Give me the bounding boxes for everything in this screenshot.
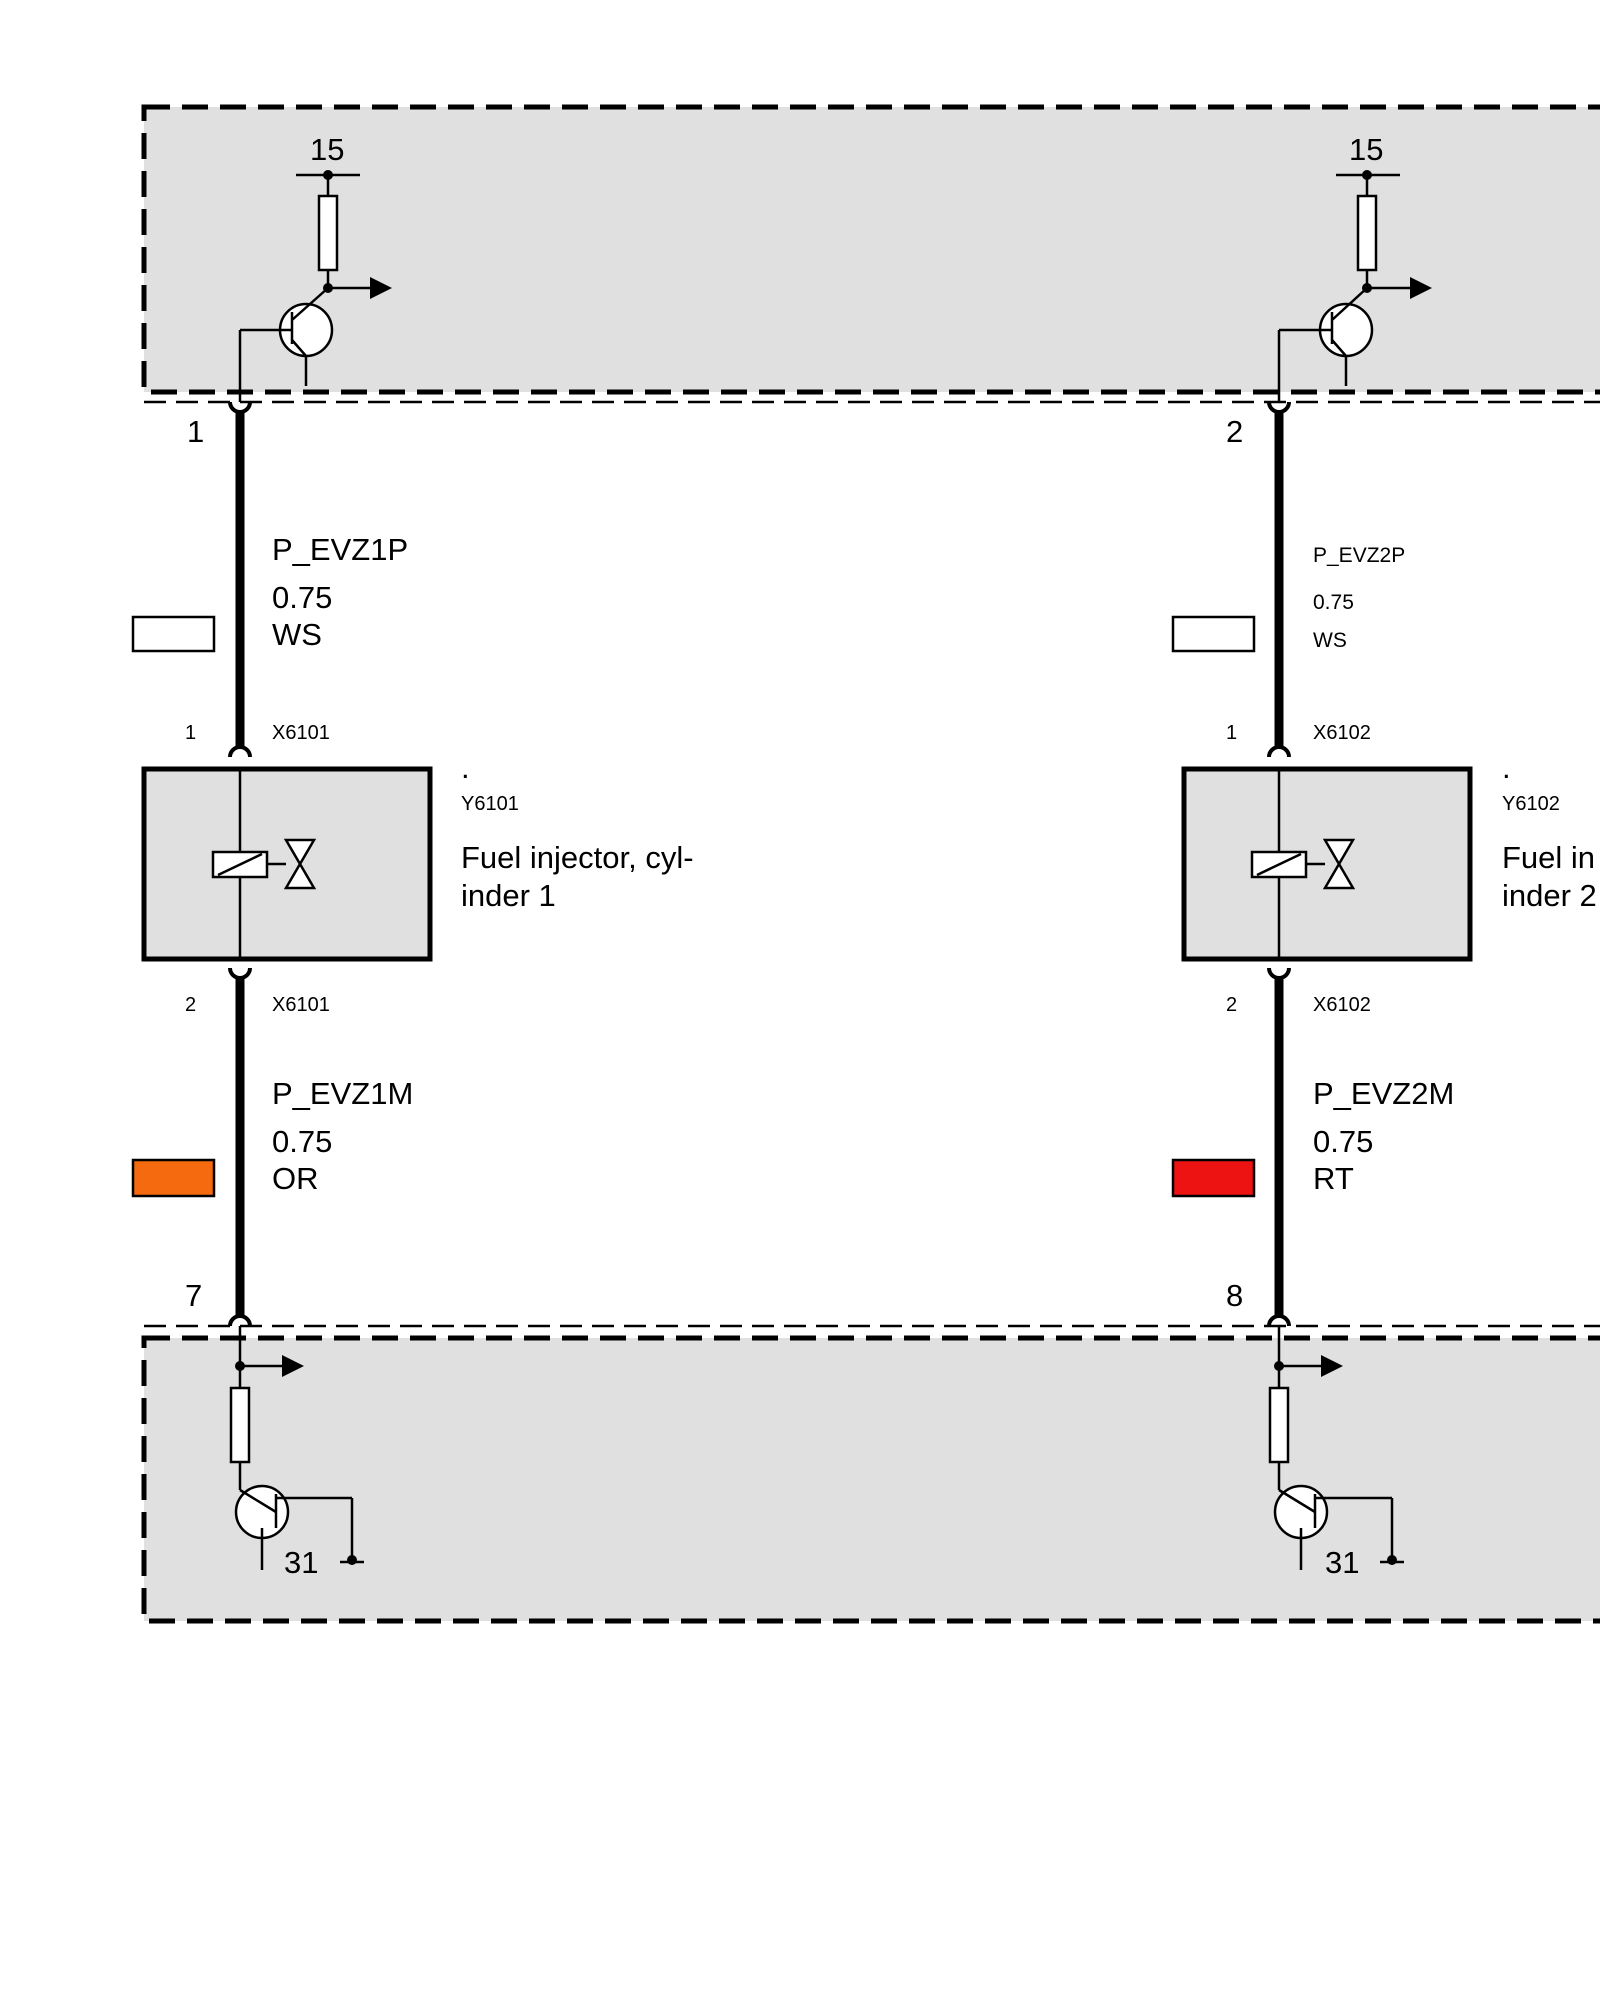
module-pin-label: 2: [1226, 414, 1243, 449]
connector-id: X6101: [272, 994, 330, 1016]
component-dot: .: [1502, 750, 1511, 785]
connector-pin-label: 2: [185, 994, 196, 1016]
component-box[interactable]: [1181, 766, 1473, 962]
ground-terminal-label: 31: [284, 1545, 318, 1580]
circuit-1: 1 P_EVZ1P 0.75 WS 1 X6101 . Y6101 Fuel i…: [131, 401, 694, 1327]
connector-pin-label: 2: [1226, 994, 1237, 1016]
bottom-driver-circuit-1: [229, 1326, 364, 1570]
wire-color-swatch: [131, 615, 216, 653]
connector-id: X6102: [1313, 994, 1371, 1016]
wire-cross-section: 0.75: [1313, 1124, 1373, 1159]
supply-terminal-label: 15: [310, 132, 344, 167]
connector-pin-label: 1: [1226, 722, 1237, 744]
wire-color-swatch: [131, 1158, 216, 1198]
wire-signal-name: P_EVZ1M: [272, 1076, 413, 1111]
wire-color-swatch: [1171, 1158, 1256, 1198]
solenoid-valve-icon: [1250, 769, 1356, 959]
wire-color-swatch: [1171, 615, 1256, 653]
bottom-driver-circuit-2: [1268, 1326, 1404, 1570]
wire-cross-section: 0.75: [272, 580, 332, 615]
connector-hook: [228, 401, 252, 414]
connector-hook: [228, 967, 252, 980]
wire-color-code: WS: [1313, 629, 1347, 652]
connector-id: X6101: [272, 722, 330, 744]
ground-terminal-label: 31: [1325, 1545, 1359, 1580]
wire-signal-name: P_EVZ2M: [1313, 1076, 1454, 1111]
component-id: Y6102: [1502, 793, 1560, 815]
bottom-module-box: [141, 1335, 1600, 1624]
connector-hook: [1267, 1314, 1291, 1327]
connector-hook: [228, 1314, 252, 1327]
connector-hook: [1267, 745, 1291, 758]
wire-cross-section: 0.75: [1313, 591, 1354, 614]
component-name-line2: inder 1: [461, 878, 556, 913]
connector-pin-label: 1: [185, 722, 196, 744]
supply-terminal-label: 15: [1349, 132, 1383, 167]
wire-cross-section: 0.75: [272, 1124, 332, 1159]
wire-color-code: WS: [272, 617, 322, 652]
connector-hook: [1267, 967, 1291, 980]
wire-color-code: RT: [1313, 1161, 1354, 1196]
component-name-line2: inder 2: [1502, 878, 1597, 913]
component-name-line1: Fuel injector, cyl-: [461, 840, 694, 875]
component-name-line1: Fuel in: [1502, 840, 1595, 875]
wire-signal-name: P_EVZ1P: [272, 532, 408, 567]
module-pin-label: 1: [187, 414, 204, 449]
component-id: Y6101: [461, 793, 519, 815]
connector-id: X6102: [1313, 722, 1371, 744]
bottom-control-module: [141, 1324, 1600, 1624]
module-pin-label: 8: [1226, 1278, 1243, 1313]
solenoid-valve-icon: [211, 769, 317, 959]
module-pin-label: 7: [185, 1278, 202, 1313]
wire-signal-name: P_EVZ2P: [1313, 544, 1405, 567]
connector-hook: [228, 745, 252, 758]
component-box[interactable]: [141, 766, 433, 962]
wire-color-code: OR: [272, 1161, 319, 1196]
connector-hook: [1267, 401, 1291, 414]
component-dot: .: [461, 750, 470, 785]
circuit-2: 2 P_EVZ2P 0.75 WS 1 X6102 . Y6102 Fuel i…: [1171, 401, 1597, 1327]
